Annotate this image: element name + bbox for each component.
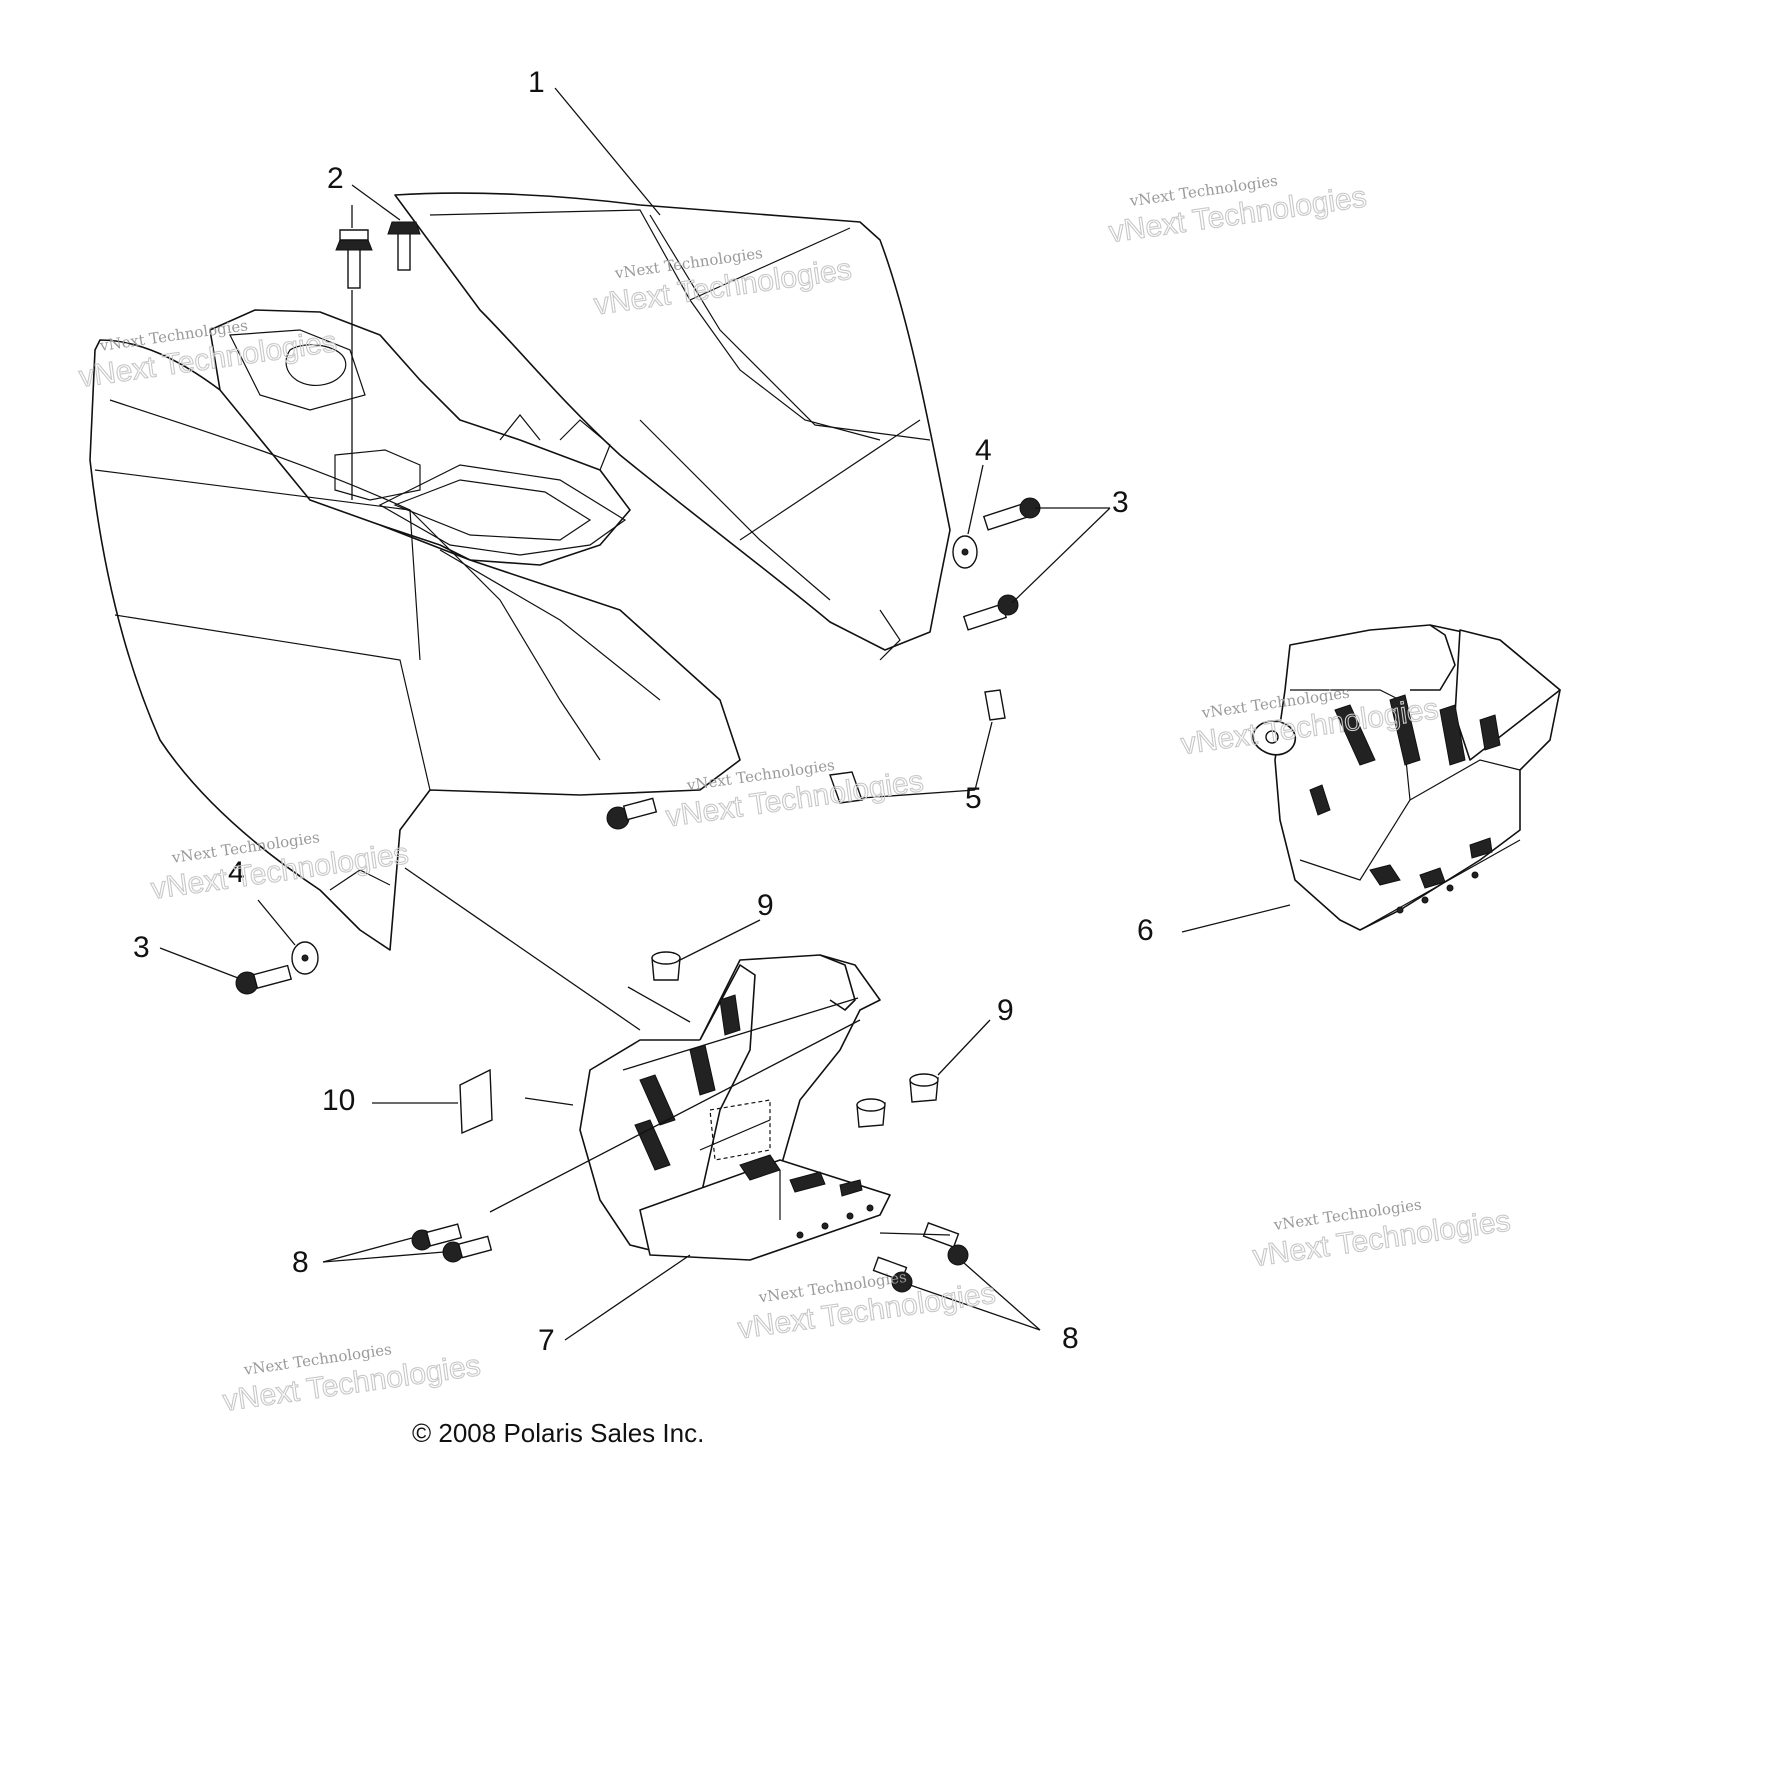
bolt-3a-icon[interactable]	[982, 497, 1041, 531]
watermark-bottom-right: vNext Technologies vNext Technologies	[1250, 1195, 1513, 1273]
bolt-3b-icon[interactable]	[962, 594, 1019, 631]
nut-9a-icon[interactable]	[651, 951, 681, 981]
callout-9a: 9	[757, 889, 774, 922]
callout-8b: 8	[1062, 1322, 1079, 1355]
clip-5b-icon[interactable]	[829, 771, 863, 804]
bolt-left-icon[interactable]	[606, 797, 658, 830]
clip-5a-icon[interactable]	[984, 689, 1006, 721]
watermark-bottom-left: vNext Technologies vNext Technologies	[220, 1340, 483, 1418]
bolt-3c-icon[interactable]	[235, 964, 293, 995]
bolt-8a-icon[interactable]	[411, 1223, 463, 1251]
rear-fender-part[interactable]	[89, 192, 951, 951]
callout-8a: 8	[292, 1246, 309, 1279]
nut-9c-icon[interactable]	[856, 1098, 886, 1128]
nut-9b-icon[interactable]	[909, 1073, 939, 1103]
watermark-top-right: vNext Technologies vNext Technologies	[1106, 172, 1369, 250]
leader-lines	[159, 87, 1291, 1341]
callout-5: 5	[965, 782, 982, 815]
callout-10: 10	[322, 1084, 355, 1117]
copyright-text: © 2008 Polaris Sales Inc.	[412, 1418, 704, 1448]
callout-3b: 3	[133, 931, 150, 964]
decal-10-icon[interactable]	[459, 1068, 493, 1135]
bolt-2a-icon[interactable]	[335, 229, 373, 289]
skid-plate-7-part[interactable]	[579, 954, 891, 1261]
bolt-2b-icon[interactable]	[387, 221, 421, 271]
callout-4a: 4	[975, 434, 992, 467]
watermark-bottom-mid: vNext Technologies vNext Technologies	[735, 1268, 998, 1346]
callout-2: 2	[327, 162, 344, 195]
callout-6: 6	[1137, 914, 1154, 947]
callout-3a: 3	[1112, 486, 1129, 519]
callout-7: 7	[538, 1324, 555, 1357]
bolt-8c-icon[interactable]	[922, 1222, 969, 1266]
skid-plate-6-part[interactable]	[1252, 624, 1561, 931]
callout-9b: 9	[997, 994, 1014, 1027]
callout-1: 1	[528, 66, 545, 99]
callout-4b: 4	[228, 856, 245, 889]
bolt-8d-icon[interactable]	[872, 1256, 913, 1293]
